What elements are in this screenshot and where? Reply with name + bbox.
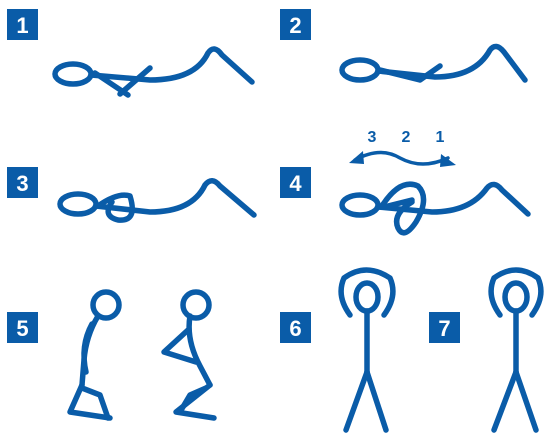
step-number: 5	[16, 316, 28, 341]
lying-figure	[342, 46, 525, 80]
rotation-arrow: 3 2 1	[349, 129, 456, 167]
step-2: 2	[280, 9, 525, 80]
double-arrow-icon	[355, 152, 448, 164]
rotation-label: 1	[436, 129, 445, 146]
step-4: 4 3 2 1	[280, 129, 528, 233]
kneeling-figure-upright	[70, 292, 119, 418]
step-3: 3	[7, 167, 254, 220]
arrow-head-right-icon	[440, 154, 456, 167]
step-5: 5	[7, 292, 214, 418]
step-number: 2	[289, 13, 301, 38]
lying-figure	[55, 49, 252, 95]
step-7: 7	[429, 270, 541, 430]
arrow-head-left-icon	[349, 151, 364, 164]
lying-figure-rotating-knees	[342, 184, 528, 233]
lying-figure	[60, 181, 254, 220]
standing-figure-arms-overhead	[491, 270, 541, 430]
step-number: 4	[289, 171, 302, 196]
rotation-label: 2	[402, 129, 411, 146]
step-number: 1	[16, 13, 28, 38]
rotation-label: 3	[368, 129, 377, 146]
step-number: 7	[438, 316, 450, 341]
standing-figure-arms-overhead	[341, 270, 393, 430]
step-number: 3	[16, 171, 28, 196]
step-1: 1	[7, 9, 252, 95]
step-6: 6	[280, 270, 393, 430]
step-number: 6	[289, 316, 301, 341]
kneeling-figure-bent	[164, 292, 214, 418]
